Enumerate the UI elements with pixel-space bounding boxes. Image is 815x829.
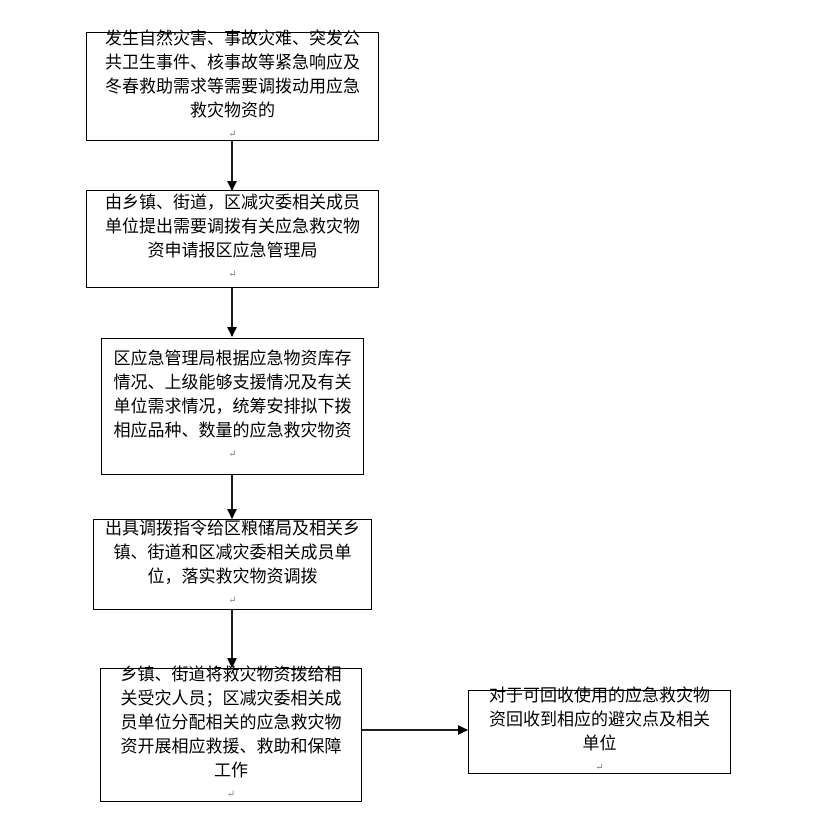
paragraph-mark-icon: ↵ [228, 128, 237, 140]
flow-step-2-text: 由乡镇、街道，区减灾委相关成员单位提出需要调拨有关应急救灾物资申请报区应急管理局… [97, 191, 368, 287]
paragraph-mark-icon: ↵ [228, 448, 237, 460]
paragraph-mark-icon: ↵ [228, 594, 237, 606]
flow-step-1-text: 发生自然灾害、事故灾难、突发公共卫生事件、核事故等紧急响应及冬春救助需求等需要调… [97, 27, 368, 147]
flow-step-2: 由乡镇、街道，区减灾委相关成员单位提出需要调拨有关应急救灾物资申请报区应急管理局… [86, 190, 379, 288]
flow-step-5-label: 乡镇、街道将救灾物资拨给相关受灾人员；区减灾委相关成员单位分配相关的应急救灾物资… [120, 665, 342, 781]
flow-step-5: 乡镇、街道将救灾物资拨给相关受灾人员；区减灾委相关成员单位分配相关的应急救灾物资… [100, 665, 362, 802]
flow-step-1: 发生自然灾害、事故灾难、突发公共卫生事件、核事故等紧急响应及冬春救助需求等需要调… [86, 29, 379, 141]
flow-step-3-text: 区应急管理局根据应急物资库存情况、上级能够支援情况及有关单位需求情况，统筹安排拟… [112, 347, 353, 467]
flow-step-5-text: 乡镇、街道将救灾物资拨给相关受灾人员；区减灾委相关成员单位分配相关的应急救灾物资… [113, 663, 349, 807]
paragraph-mark-icon: ↵ [226, 789, 236, 800]
flow-step-3: 区应急管理局根据应急物资库存情况、上级能够支援情况及有关单位需求情况，统筹安排拟… [101, 338, 364, 475]
flow-step-4-label: 出具调拨指令给区粮储局及相关乡镇、街道和区减灾委相关成员单位，落实救灾物资调拨 [105, 518, 360, 587]
flow-step-2-label: 由乡镇、街道，区减灾委相关成员单位提出需要调拨有关应急救灾物资申请报区应急管理局 [105, 193, 360, 261]
flow-side-step-text: 对于可回收使用的应急救灾物资回收到相应的避灾点及相关单位 ↵ [481, 684, 718, 780]
flow-step-3-label: 区应急管理局根据应急物资库存情况、上级能够支援情况及有关单位需求情况，统筹安排拟… [113, 348, 352, 441]
flow-side-step: 对于可回收使用的应急救灾物资回收到相应的避灾点及相关单位 ↵ [468, 686, 731, 774]
paragraph-mark-icon: ↵ [228, 269, 237, 280]
flow-step-4-text: 出具调拨指令给区粮储局及相关乡镇、街道和区减灾委相关成员单位，落实救灾物资调拨 ↵ [104, 517, 361, 613]
flow-step-1-label: 发生自然灾害、事故灾难、突发公共卫生事件、核事故等紧急响应及冬春救助需求等需要调… [105, 28, 360, 121]
flow-step-4: 出具调拨指令给区粮储局及相关乡镇、街道和区减灾委相关成员单位，落实救灾物资调拨 ↵ [93, 519, 372, 610]
flow-side-step-label: 对于可回收使用的应急救灾物资回收到相应的避灾点及相关单位 [489, 686, 710, 754]
paragraph-mark-icon: ↵ [595, 762, 604, 773]
